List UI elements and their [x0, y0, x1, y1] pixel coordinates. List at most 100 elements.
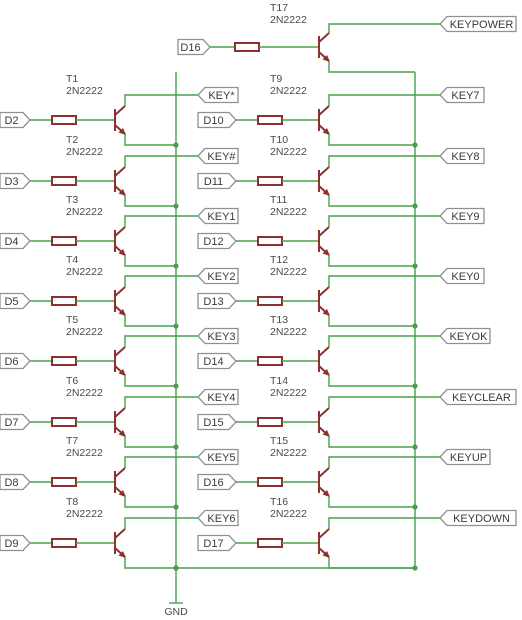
input-label: D15	[197, 413, 237, 431]
input-label: D7	[0, 413, 31, 431]
input-label-text: D3	[4, 176, 18, 188]
collector-wire	[328, 275, 440, 287]
collector-wire	[328, 23, 440, 33]
input-label-box	[197, 413, 237, 431]
input-label-text: D11	[204, 176, 223, 188]
output-label-text: KEY9	[451, 211, 479, 223]
input-label-box	[197, 172, 237, 190]
transistor-designator: T5	[66, 314, 78, 326]
input-label: D16	[197, 473, 237, 491]
transistor-collector	[318, 166, 330, 177]
transistor-collector	[114, 286, 126, 297]
output-label-text: KEYPOWER	[450, 19, 514, 31]
input-label-text: D12	[203, 236, 223, 248]
output-label-box	[197, 448, 239, 466]
input-label-box	[0, 534, 31, 552]
input-label-box	[197, 111, 237, 129]
input-label-box	[0, 172, 31, 190]
transistor-collector	[318, 346, 330, 357]
transistor-type: 2N2222	[270, 508, 307, 520]
transistor-type: 2N2222	[66, 387, 103, 399]
output-label-text: KEY6	[207, 513, 235, 525]
junction-dot	[412, 383, 418, 389]
collector-wire	[124, 275, 198, 287]
output-label-text: KEYOK	[450, 331, 489, 343]
junction-dot	[173, 203, 179, 209]
transistor-type: 2N2222	[270, 146, 307, 158]
transistor-collector	[318, 528, 330, 539]
emitter-wire	[124, 315, 176, 327]
output-label-text: KEYDOWN	[453, 513, 510, 525]
emitter-wire	[124, 557, 176, 569]
gnd-label: GND	[164, 606, 188, 618]
emitter-wire	[328, 134, 415, 146]
npn-transistor	[318, 467, 330, 497]
transistor-type: 2N2222	[270, 326, 307, 338]
transistor-type: 2N2222	[66, 266, 103, 278]
output-label-text: KEY8	[451, 151, 479, 163]
resistor	[234, 42, 260, 52]
transistor-collector	[114, 346, 126, 357]
junction-dot	[173, 504, 179, 510]
transistor-type: 2N2222	[66, 326, 103, 338]
npn-transistor	[318, 105, 330, 135]
transistor-collector	[318, 407, 330, 418]
junction-dot	[412, 142, 418, 148]
transistor-emitter-arrow	[322, 369, 330, 376]
collector-wire	[124, 517, 198, 529]
input-label-text: D14	[203, 356, 223, 368]
input-label: D13	[197, 292, 237, 310]
input-label-text: D9	[4, 538, 18, 550]
npn-transistor	[114, 166, 126, 196]
output-label: KEYDOWN	[439, 509, 517, 527]
transistor-emitter-arrow	[118, 309, 126, 316]
transistor-emitter-arrow	[322, 430, 330, 437]
resistor	[257, 477, 283, 487]
emitter-wire	[328, 61, 415, 73]
output-label-text: KEY0	[451, 271, 479, 283]
npn-transistor	[114, 286, 126, 316]
input-label-box	[197, 473, 237, 491]
input-label: D4	[0, 232, 31, 250]
output-label-text: KEY#	[207, 151, 236, 163]
transistor-collector	[318, 105, 330, 116]
emitter-wire	[124, 195, 176, 207]
collector-wire	[328, 517, 440, 529]
transistor-designator: T8	[66, 496, 78, 508]
output-label-box	[439, 327, 491, 345]
output-label-box	[439, 207, 485, 225]
output-label-box	[197, 147, 239, 165]
transistor-designator: T6	[66, 375, 78, 387]
input-label-text: D5	[4, 296, 18, 308]
transistor-emitter-arrow	[118, 128, 126, 135]
input-label: D16	[177, 38, 211, 56]
transistor-type: 2N2222	[270, 447, 307, 459]
input-label-text: D7	[4, 417, 18, 429]
npn-transistor	[318, 407, 330, 437]
output-label: KEY0	[439, 267, 485, 285]
transistor-collector	[318, 32, 330, 43]
resistor	[51, 236, 77, 246]
transistor-emitter-arrow	[118, 430, 126, 437]
transistor-collector	[114, 467, 126, 478]
emitter-wire	[124, 436, 176, 448]
transistor-emitter-arrow	[118, 490, 126, 497]
output-label: KEY4	[197, 388, 239, 406]
input-label: D2	[0, 111, 31, 129]
collector-wire	[124, 215, 198, 227]
resistor	[51, 538, 77, 548]
junction-dot	[173, 565, 179, 571]
output-label: KEYPOWER	[439, 15, 517, 33]
input-label-text: D8	[4, 477, 18, 489]
transistor-designator: T9	[270, 73, 282, 85]
resistor	[257, 417, 283, 427]
collector-wire	[328, 215, 440, 227]
transistor-collector	[114, 226, 126, 237]
transistor-emitter-arrow	[322, 249, 330, 256]
emitter-wire	[124, 134, 176, 146]
npn-transistor	[318, 166, 330, 196]
transistor-designator: T3	[66, 194, 78, 206]
junction-dot	[412, 263, 418, 269]
transistor-type: 2N2222	[66, 146, 103, 158]
output-label-text: KEY4	[207, 392, 235, 404]
